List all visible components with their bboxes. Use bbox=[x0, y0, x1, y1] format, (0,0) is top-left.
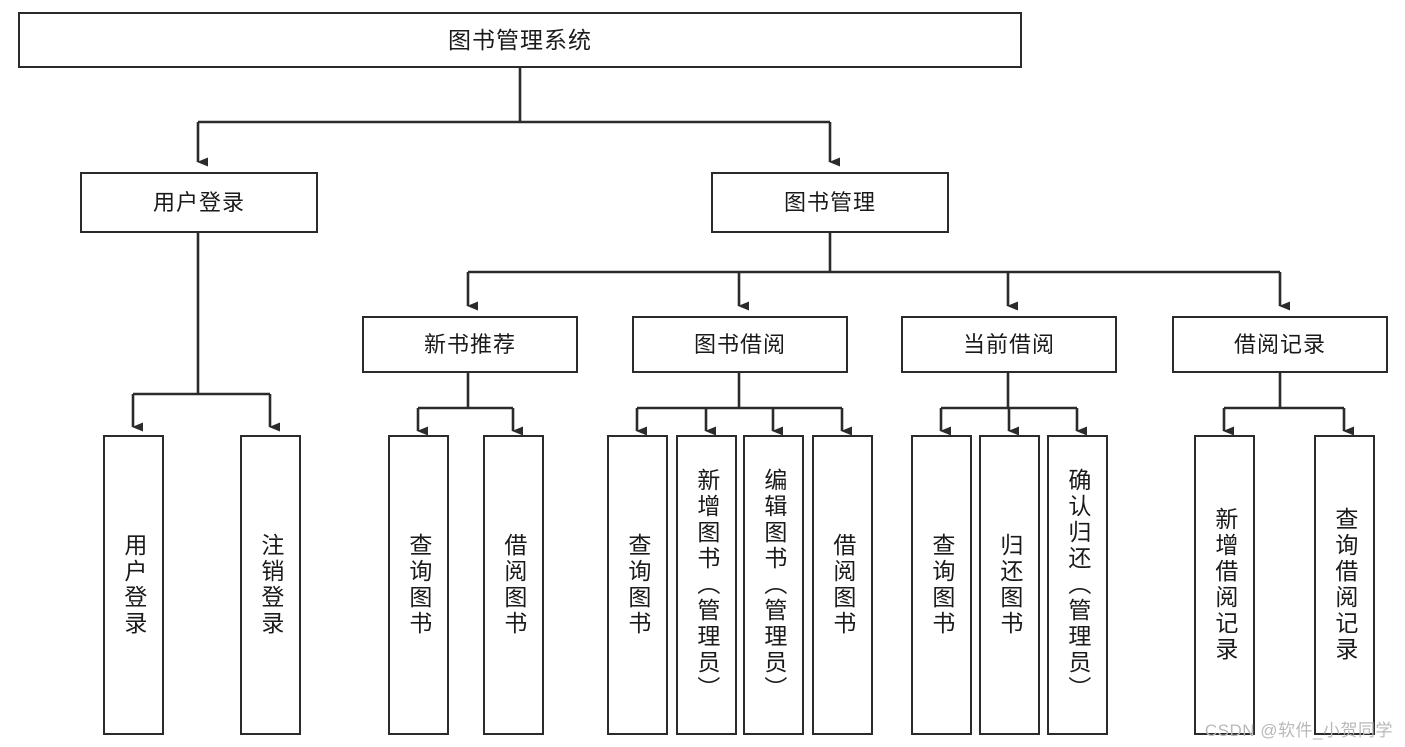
node-leaf-add-book[interactable]: 新增图书（管理员） bbox=[676, 435, 737, 735]
node-leaf-borrow-book-2-label: 借阅图书 bbox=[829, 533, 856, 637]
node-leaf-edit-book-label: 编辑图书（管理员） bbox=[760, 468, 787, 702]
node-leaf-query-book-1-label: 查询图书 bbox=[405, 533, 432, 637]
node-leaf-add-record[interactable]: 新增借阅记录 bbox=[1194, 435, 1255, 735]
node-leaf-return-book-label: 归还图书 bbox=[996, 533, 1023, 637]
node-leaf-query-book-2[interactable]: 查询图书 bbox=[607, 435, 668, 735]
node-leaf-borrow-book-1[interactable]: 借阅图书 bbox=[483, 435, 544, 735]
node-leaf-logout-login[interactable]: 注销登录 bbox=[240, 435, 301, 735]
node-root-book-management-system[interactable]: 图书管理系统 bbox=[18, 12, 1022, 68]
node-root-label: 图书管理系统 bbox=[448, 26, 592, 53]
node-leaf-query-record[interactable]: 查询借阅记录 bbox=[1314, 435, 1375, 735]
node-user-login-label: 用户登录 bbox=[152, 189, 245, 215]
node-current-borrow[interactable]: 当前借阅 bbox=[901, 316, 1117, 373]
node-new-book-recommend[interactable]: 新书推荐 bbox=[362, 316, 578, 373]
node-book-borrow[interactable]: 图书借阅 bbox=[632, 316, 848, 373]
node-leaf-query-book-3-label: 查询图书 bbox=[928, 533, 955, 637]
node-leaf-query-book-3[interactable]: 查询图书 bbox=[911, 435, 972, 735]
node-leaf-confirm-return-label: 确认归还（管理员） bbox=[1064, 468, 1091, 702]
node-user-login[interactable]: 用户登录 bbox=[80, 172, 318, 233]
node-book-borrow-label: 图书借阅 bbox=[693, 331, 786, 357]
node-leaf-logout-login-label: 注销登录 bbox=[257, 533, 284, 637]
node-leaf-borrow-book-1-label: 借阅图书 bbox=[500, 533, 527, 637]
node-leaf-borrow-book-2[interactable]: 借阅图书 bbox=[812, 435, 873, 735]
node-leaf-edit-book[interactable]: 编辑图书（管理员） bbox=[743, 435, 804, 735]
node-book-manage[interactable]: 图书管理 bbox=[711, 172, 949, 233]
node-current-borrow-label: 当前借阅 bbox=[962, 331, 1055, 357]
csdn-watermark: CSDN @软件_小贺同学 bbox=[1204, 721, 1393, 740]
node-leaf-add-record-label: 新增借阅记录 bbox=[1211, 507, 1238, 663]
node-leaf-user-login-label: 用户登录 bbox=[120, 533, 147, 637]
node-leaf-return-book[interactable]: 归还图书 bbox=[979, 435, 1040, 735]
node-book-manage-label: 图书管理 bbox=[783, 189, 876, 215]
node-leaf-query-book-2-label: 查询图书 bbox=[624, 533, 651, 637]
node-leaf-user-login[interactable]: 用户登录 bbox=[103, 435, 164, 735]
node-borrow-record[interactable]: 借阅记录 bbox=[1172, 316, 1388, 373]
node-leaf-query-record-label: 查询借阅记录 bbox=[1331, 507, 1358, 663]
node-new-book-recommend-label: 新书推荐 bbox=[423, 331, 516, 357]
node-borrow-record-label: 借阅记录 bbox=[1233, 331, 1326, 357]
node-leaf-confirm-return[interactable]: 确认归还（管理员） bbox=[1047, 435, 1108, 735]
node-leaf-add-book-label: 新增图书（管理员） bbox=[693, 468, 720, 702]
node-leaf-query-book-1[interactable]: 查询图书 bbox=[388, 435, 449, 735]
